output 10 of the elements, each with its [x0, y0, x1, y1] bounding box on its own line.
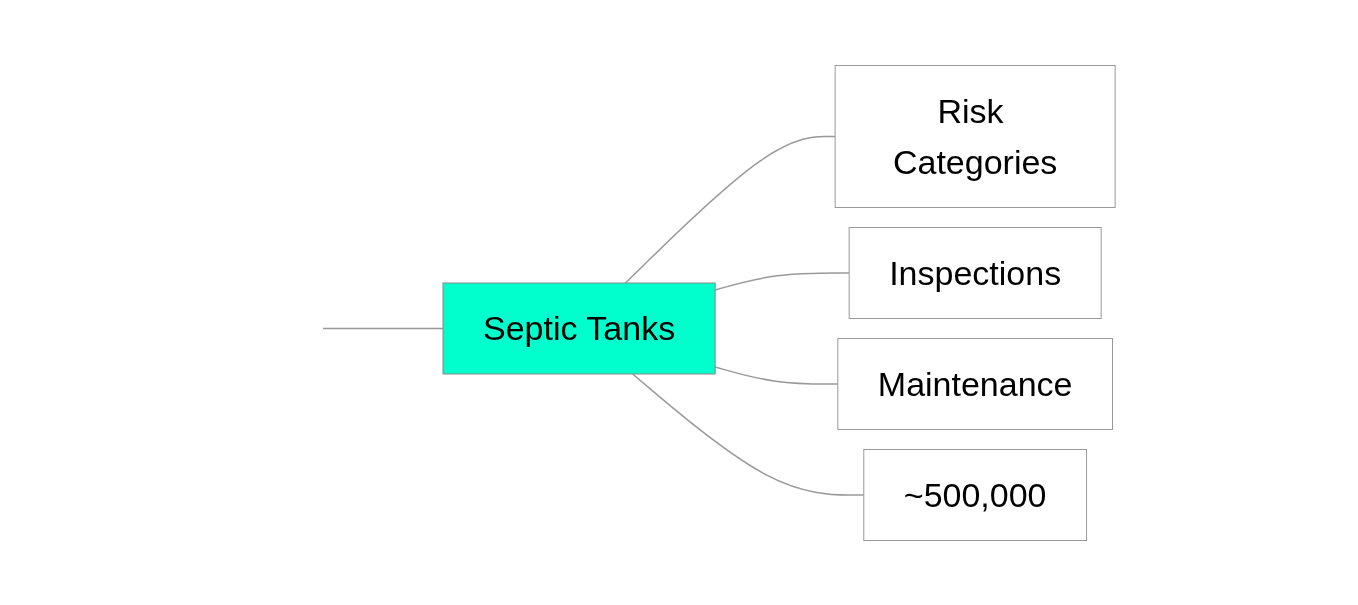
- node-box: Septic Tanks: [442, 282, 716, 374]
- connector: [624, 135, 836, 284]
- node-box: Maintenance: [837, 337, 1113, 430]
- connector: [631, 372, 865, 496]
- node-box: Inspections: [848, 226, 1102, 319]
- connector: [714, 271, 850, 291]
- connector: [714, 365, 839, 385]
- connector: [322, 327, 444, 329]
- node-box: ~500,000: [863, 448, 1087, 541]
- node-box: Risk Categories: [834, 64, 1116, 208]
